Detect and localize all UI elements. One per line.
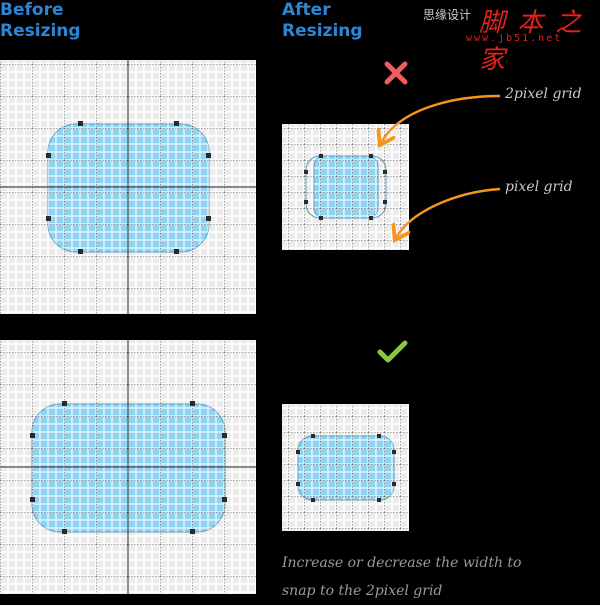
watermark-site: 脚 本 之 家 bbox=[479, 8, 584, 75]
before-resizing-heading: Before Resizing bbox=[0, 0, 81, 42]
caption-line1: Increase or decrease the width to bbox=[282, 555, 522, 571]
before-heading-line2: Resizing bbox=[0, 21, 81, 41]
after-top-group bbox=[282, 124, 409, 250]
anchor-points bbox=[296, 434, 396, 502]
watermark-url: www.jb51.net bbox=[466, 33, 563, 44]
label-pixel-grid: pixel grid bbox=[505, 179, 573, 195]
before-heading-line1: Before bbox=[0, 0, 64, 20]
before-bottom-group bbox=[0, 340, 256, 594]
after-heading-line1: After bbox=[282, 0, 331, 20]
after-heading-line2: Resizing bbox=[282, 21, 363, 41]
after-bottom-group bbox=[282, 404, 409, 531]
caption-line2: snap to the 2pixel grid bbox=[282, 583, 443, 599]
before-top-group bbox=[0, 60, 256, 314]
cross-icon bbox=[384, 61, 408, 85]
arrow-two-pixel-grid bbox=[381, 94, 501, 143]
check-icon bbox=[377, 340, 408, 363]
watermark-brand: 思缘设计 bbox=[423, 8, 472, 22]
arrow-pixel-grid bbox=[396, 187, 501, 238]
anchor-points bbox=[30, 401, 227, 534]
anchor-points bbox=[46, 121, 211, 254]
after-resizing-heading: After Resizing bbox=[282, 0, 363, 42]
caption: Increase or decrease the width to snap t… bbox=[282, 549, 582, 605]
anchor-points bbox=[304, 154, 387, 220]
label-two-pixel-grid: 2pixel grid bbox=[505, 86, 582, 102]
